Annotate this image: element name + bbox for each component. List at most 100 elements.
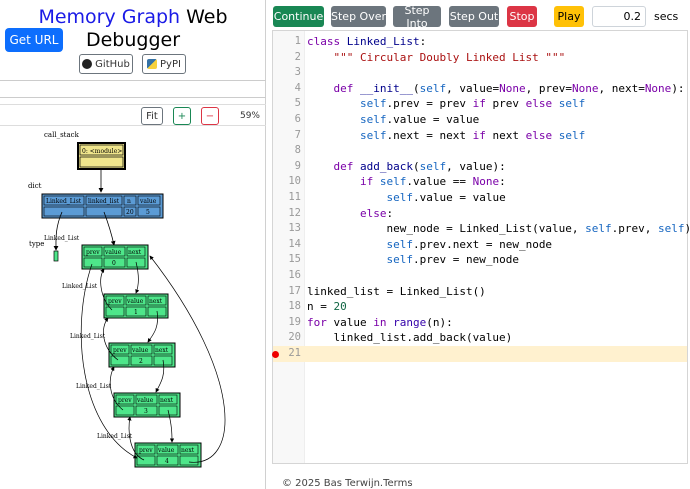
- dict-value-3: 5: [146, 209, 150, 216]
- code-text: n = 20: [307, 300, 347, 314]
- line-number[interactable]: 6: [294, 113, 301, 125]
- code-line[interactable]: 20 linked_list.add_back(value): [273, 330, 687, 346]
- code-text: linked_list.add_back(value): [307, 331, 513, 345]
- dict-value-2: 20: [126, 209, 134, 216]
- brand-highlight: Memory Graph: [38, 6, 181, 28]
- output-area[interactable]: [0, 80, 266, 98]
- dict-key-3: value: [139, 198, 157, 205]
- zoom-in-button[interactable]: +: [173, 107, 191, 125]
- line-number[interactable]: 10: [288, 175, 301, 188]
- line-number[interactable]: 8: [294, 144, 301, 157]
- node-label-4: Linked_List: [97, 433, 133, 440]
- node-0-value-key: value: [104, 249, 122, 256]
- github-link[interactable]: GitHub: [79, 54, 133, 74]
- node-2-value-key: value: [131, 347, 149, 354]
- code-text: """ Circular Doubly Linked List """: [307, 50, 566, 64]
- dict-key-cells: [43, 195, 161, 217]
- code-line[interactable]: 15 self.prev = new_node: [273, 252, 687, 268]
- dict-key-0: Linked_List: [46, 198, 82, 205]
- code-line[interactable]: 3: [273, 65, 687, 81]
- pypi-link[interactable]: PyPI: [142, 54, 186, 74]
- line-number[interactable]: 1: [294, 35, 301, 47]
- frame-name-cell: [79, 144, 124, 156]
- line-number[interactable]: 2: [294, 50, 301, 63]
- code-line[interactable]: 16: [273, 268, 687, 284]
- fit-button[interactable]: Fit: [141, 107, 163, 125]
- node-1-prev: prev: [108, 298, 122, 305]
- code-line[interactable]: 12 else:: [273, 206, 687, 222]
- code-line[interactable]: 7 self.next = next if next else self: [273, 128, 687, 144]
- node-3-prev: prev: [118, 397, 132, 404]
- line-number[interactable]: 14: [288, 237, 301, 250]
- node-2-prev: prev: [113, 347, 127, 354]
- code-line[interactable]: 6 self.value = value: [273, 112, 687, 128]
- code-line[interactable]: 4 def __init__(self, value=None, prev=No…: [273, 81, 687, 97]
- get-url-button[interactable]: Get URL: [5, 28, 63, 52]
- code-text: self.value = value: [359, 113, 480, 126]
- line-number[interactable]: 17: [288, 284, 301, 297]
- code-line[interactable]: 8: [273, 143, 687, 159]
- code-line[interactable]: 10 if self.value == None:: [273, 174, 687, 190]
- list-node-4: prev value next 4: [134, 442, 202, 468]
- line-number[interactable]: 3: [294, 66, 301, 79]
- code-line[interactable]: 2 """ Circular Doubly Linked List """: [273, 50, 687, 66]
- edge-dict-type: [53, 211, 63, 251]
- line-number[interactable]: 16: [288, 269, 301, 281]
- line-number[interactable]: 19: [288, 315, 301, 328]
- list-node-3: prev value next 3: [113, 392, 181, 418]
- zoom-out-button[interactable]: −: [201, 107, 219, 125]
- list-node-1: prev value next 1: [103, 293, 169, 319]
- dict-key-2: n: [127, 198, 131, 205]
- code-text: self.next = next if next else self: [359, 128, 586, 142]
- step-into-button[interactable]: Step Into: [393, 4, 441, 30]
- node-3-next: next: [160, 397, 174, 404]
- line-number[interactable]: 4: [294, 81, 301, 94]
- line-number[interactable]: 7: [294, 128, 301, 141]
- code-line[interactable]: 5 self.prev = prev if prev else self: [273, 96, 687, 112]
- code-text: def __init__(self, value=None, prev=None…: [333, 81, 685, 95]
- code-text: new_node = Linked_List(value, self.prev,…: [307, 222, 690, 236]
- line-gutter[interactable]: [273, 31, 305, 463]
- line-number[interactable]: 11: [288, 191, 301, 203]
- code-line[interactable]: 11 self.value = value: [273, 190, 687, 206]
- code-text: self.value = value: [386, 191, 506, 204]
- horizontal-scrollbar[interactable]: [270, 464, 690, 470]
- memory-graph[interactable]: call_stack 0: <module> dict Linked_List …: [0, 128, 266, 489]
- play-speed-input[interactable]: [592, 6, 646, 27]
- type-name-label: Linked_List: [44, 235, 80, 242]
- brand-title: Memory Graph Web Debugger: [0, 6, 266, 52]
- line-number[interactable]: 21: [288, 347, 301, 359]
- step-out-button[interactable]: Step Out: [449, 6, 499, 27]
- step-over-button[interactable]: Step Over: [331, 6, 386, 27]
- node-edges: [80, 255, 226, 463]
- line-number[interactable]: 20: [288, 331, 301, 344]
- code-text: self.prev = prev if prev else self: [359, 97, 586, 111]
- breakpoint-icon[interactable]: [272, 351, 279, 358]
- code-line[interactable]: 21: [272, 346, 687, 362]
- stop-button[interactable]: Stop: [507, 6, 537, 27]
- node-2-value: 2: [139, 358, 143, 365]
- play-button[interactable]: Play: [554, 6, 584, 27]
- code-line[interactable]: 9 def add_back(self, value):: [273, 159, 687, 175]
- call-stack-label: call_stack: [44, 131, 80, 139]
- node-1-next: next: [149, 298, 163, 305]
- code-line[interactable]: 13 new_node = Linked_List(value, self.pr…: [273, 221, 690, 237]
- list-node-2: prev value next 2: [108, 342, 176, 368]
- continue-button[interactable]: Continue: [273, 6, 324, 27]
- code-line[interactable]: 14 self.prev.next = new_node: [273, 237, 687, 253]
- line-number[interactable]: 9: [294, 159, 301, 172]
- footer-text: © 2025 Bas Terwijn.Terms: [282, 478, 413, 489]
- line-number[interactable]: 18: [288, 300, 301, 313]
- node-label-3: Linked_List: [76, 383, 112, 390]
- code-text: def add_back(self, value):: [333, 159, 506, 173]
- line-number[interactable]: 12: [288, 206, 301, 219]
- line-number[interactable]: 13: [288, 222, 301, 235]
- github-label: GitHub: [95, 58, 130, 70]
- line-number[interactable]: 5: [294, 97, 301, 110]
- code-line[interactable]: 18 n = 20: [273, 299, 687, 315]
- line-number[interactable]: 15: [288, 253, 301, 266]
